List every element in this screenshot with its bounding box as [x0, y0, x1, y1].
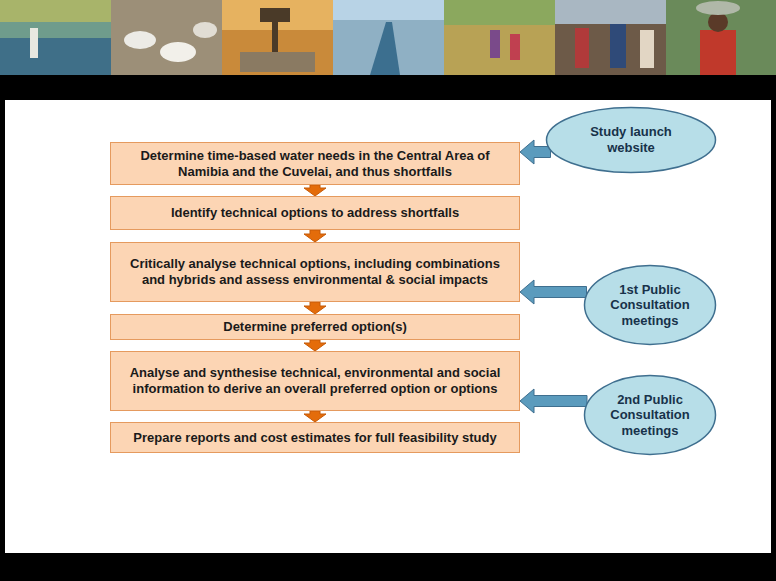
block-arrow — [304, 340, 326, 351]
box-text: Determine preferred option(s) — [223, 319, 406, 335]
photo-figure — [490, 30, 500, 58]
box-text: Prepare reports and cost estimates for f… — [133, 430, 496, 446]
photo-goats — [111, 0, 222, 75]
photo-figure — [510, 34, 520, 60]
block-arrow — [520, 140, 551, 164]
photo-sky — [333, 0, 444, 20]
process-box: Analyse and synthesise technical, enviro… — [110, 351, 520, 411]
photo-tower — [222, 0, 333, 75]
photo-figure — [575, 28, 589, 68]
callout-text: Study launch website — [575, 124, 687, 155]
callout-text: 2nd Public Consultation meetings — [600, 392, 700, 439]
photo-figure — [640, 30, 654, 68]
photo-goat — [193, 22, 217, 38]
block-arrow — [304, 302, 326, 314]
process-box: Critically analyse technical options, in… — [110, 242, 520, 302]
process-box: Identify technical options to address sh… — [110, 196, 520, 230]
photo-field-trees — [444, 0, 555, 25]
callout-ellipse: Study launch website — [545, 106, 717, 174]
ellipse-shape — [547, 108, 716, 173]
photo-figure — [610, 24, 626, 68]
photo-reservoir — [240, 52, 315, 72]
photo-people — [555, 0, 666, 75]
photo-canal-water — [370, 22, 400, 75]
photo-canal — [333, 0, 444, 75]
ellipse-shape — [585, 266, 716, 345]
photo-tower-leg — [272, 22, 278, 54]
white-panel — [5, 100, 771, 553]
process-box: Determine time-based water needs in the … — [110, 142, 520, 185]
callout-ellipse: 1st Public Consultation meetings — [583, 264, 717, 346]
photo-goat — [160, 42, 196, 62]
photo-tank — [260, 8, 290, 22]
photo-water — [0, 0, 111, 75]
photo-dress — [700, 30, 736, 75]
block-arrow — [520, 280, 587, 304]
box-text: Critically analyse technical options, in… — [119, 256, 511, 287]
callout-ellipse: 2nd Public Consultation meetings — [583, 374, 717, 456]
ellipse-shape — [585, 376, 716, 455]
process-box: Prepare reports and cost estimates for f… — [110, 422, 520, 453]
photo-goat — [124, 31, 156, 49]
photo-water-lake — [0, 38, 111, 75]
photo-water-reeds — [0, 0, 111, 22]
photo-field — [444, 0, 555, 75]
photo-basket — [696, 1, 740, 15]
block-arrow — [304, 185, 326, 196]
box-text: Analyse and synthesise technical, enviro… — [119, 365, 511, 396]
process-box: Determine preferred option(s) — [110, 314, 520, 340]
box-text: Identify technical options to address sh… — [171, 205, 459, 221]
callout-text: 1st Public Consultation meetings — [600, 282, 700, 329]
photo-woman — [666, 0, 776, 75]
block-arrow — [520, 389, 587, 413]
photo-sky — [555, 0, 666, 24]
block-arrow — [304, 230, 326, 242]
photo-figure — [30, 28, 38, 58]
block-arrow — [304, 411, 326, 422]
box-text: Determine time-based water needs in the … — [119, 148, 511, 179]
